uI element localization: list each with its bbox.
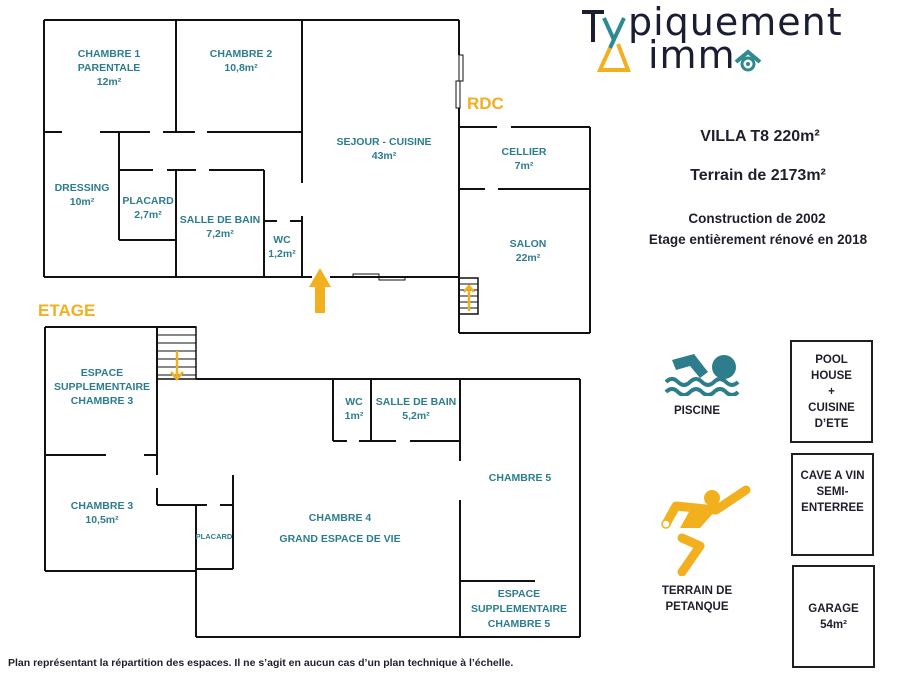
room-salon: SALON 22m²	[510, 237, 547, 265]
floor-label-etage: ETAGE	[38, 301, 96, 320]
logo-mark-icon	[582, 10, 762, 72]
room-area: 22m²	[515, 252, 541, 264]
cave-a-vin-box: CAVE A VIN SEMI- ENTERREE	[791, 453, 874, 556]
room-espace-supplementaire-chambre-5: ESPACE SUPPLEMENTAIRE CHAMBRE 5	[471, 587, 567, 632]
room-wc: WC 1,2m²	[268, 233, 295, 261]
room-area: 1,2m²	[268, 248, 296, 260]
logo-text-line2: imm	[648, 33, 736, 77]
room-dressing: DRESSING 10m²	[55, 181, 110, 209]
swimmer-icon	[664, 354, 740, 396]
room-salle-de-bain: SALLE DE BAIN 7,2m²	[180, 213, 261, 241]
room-chambre-2: CHAMBRE 2 10,8m²	[210, 47, 272, 75]
room-salle-de-bain-etage: SALLE DE BAIN 5,2m²	[376, 395, 457, 423]
room-area: 1m²	[344, 410, 364, 422]
room-area: 12m²	[96, 76, 122, 88]
disclaimer-footer: Plan représentant la répartition des esp…	[8, 657, 514, 669]
pool-house-line-1: POOL	[815, 353, 848, 366]
room-name-2: PARENTALE	[77, 62, 141, 74]
room-chambre-4: CHAMBRE 4 GRAND ESPACE DE VIE	[279, 508, 400, 550]
logo-text-line1: piquement	[628, 0, 843, 44]
room-cellier: CELLIER 7m²	[502, 145, 547, 173]
room-name: PLACARD	[195, 532, 233, 541]
room-name: CHAMBRE 2	[209, 48, 273, 60]
room-placard: PLACARD 2,7m²	[122, 194, 173, 222]
stair-down-arrow-icon	[170, 351, 184, 381]
petanque-label-2: PETANQUE	[665, 601, 729, 613]
petanque-label-1: TERRAIN DE	[661, 585, 733, 597]
room-name-2: SUPPLEMENTAIRE	[53, 381, 151, 393]
cave-line-1: CAVE A VIN	[800, 469, 865, 482]
stair-up-arrow-icon	[463, 284, 475, 311]
garage-area: 54m²	[820, 618, 847, 631]
petanque-label: TERRAIN DE PETANQUE	[662, 583, 732, 615]
room-area: 7,2m²	[206, 228, 234, 240]
room-area: 10m²	[69, 196, 95, 208]
pool-house-box: POOL HOUSE + CUISINE D’ETE	[790, 340, 873, 443]
room-placard-etage: PLACARD	[196, 530, 233, 544]
room-name: SEJOUR - CUISINE	[336, 136, 432, 148]
room-area: 5,2m²	[402, 410, 430, 422]
room-area: 43m²	[371, 150, 397, 162]
room-area: 2,7m²	[134, 209, 162, 221]
room-area: 10,5m²	[85, 514, 119, 526]
room-name: WC	[273, 234, 291, 246]
room-chambre-5: CHAMBRE 5	[489, 471, 551, 485]
room-espace-supplementaire-chambre-3: ESPACE SUPPLEMENTAIRE CHAMBRE 3	[54, 366, 150, 408]
room-name: CELLIER	[501, 146, 547, 158]
room-name: SALLE DE BAIN	[179, 214, 261, 226]
room-name: CHAMBRE 4	[308, 512, 372, 524]
garage-name: GARAGE	[808, 602, 859, 615]
room-name: CHAMBRE 5	[488, 472, 552, 484]
etage-walls	[44, 326, 581, 638]
floor-label-rdc: RDC	[467, 94, 504, 113]
room-chambre-3: CHAMBRE 3 10,5m²	[71, 499, 133, 527]
pool-house-line-3: +	[828, 385, 835, 398]
brand-logo: piquement imm	[580, 0, 902, 80]
room-name: CHAMBRE 1	[77, 48, 141, 60]
room-wc-etage: WC 1m²	[345, 395, 364, 423]
terrain-size: Terrain de 2173m²	[690, 167, 826, 184]
room-name-3: CHAMBRE 5	[487, 618, 551, 630]
room-name-2: SUPPLEMENTAIRE	[470, 603, 568, 615]
room-name: DRESSING	[54, 182, 110, 194]
room-name: ESPACE	[497, 588, 541, 600]
room-area: 10,8m²	[224, 62, 258, 74]
room-name: ESPACE	[80, 367, 124, 379]
villa-title: VILLA T8 220m²	[700, 128, 820, 145]
room-area: 7m²	[514, 160, 534, 172]
pool-house-line-2: HOUSE	[811, 369, 852, 382]
room-name: WC	[345, 396, 363, 408]
room-name-3: CHAMBRE 3	[70, 395, 134, 407]
cave-line-3: ENTERREE	[801, 501, 864, 514]
pool-house-line-4: CUISINE	[808, 401, 855, 414]
room-name: PLACARD	[122, 195, 174, 207]
room-name: SALON	[509, 238, 547, 250]
cave-line-2: SEMI-	[816, 485, 849, 498]
room-sejour-cuisine: SEJOUR - CUISINE 43m²	[336, 135, 431, 163]
garage-box: GARAGE 54m²	[792, 565, 875, 668]
entrance-arrow-icon	[309, 268, 331, 313]
rdc-walls	[43, 19, 591, 334]
piscine-label: PISCINE	[673, 405, 721, 417]
room-name: CHAMBRE 3	[70, 500, 134, 512]
construction-year: Construction de 2002	[688, 211, 826, 226]
renovation-year: Etage entièrement rénové en 2018	[648, 232, 868, 247]
room-name-2: GRAND ESPACE DE VIE	[279, 533, 401, 545]
pool-house-line-5: D’ETE	[814, 417, 849, 430]
room-chambre-1: CHAMBRE 1 PARENTALE 12m²	[78, 47, 141, 89]
petanque-player-icon	[661, 485, 751, 576]
room-name: SALLE DE BAIN	[375, 396, 457, 408]
